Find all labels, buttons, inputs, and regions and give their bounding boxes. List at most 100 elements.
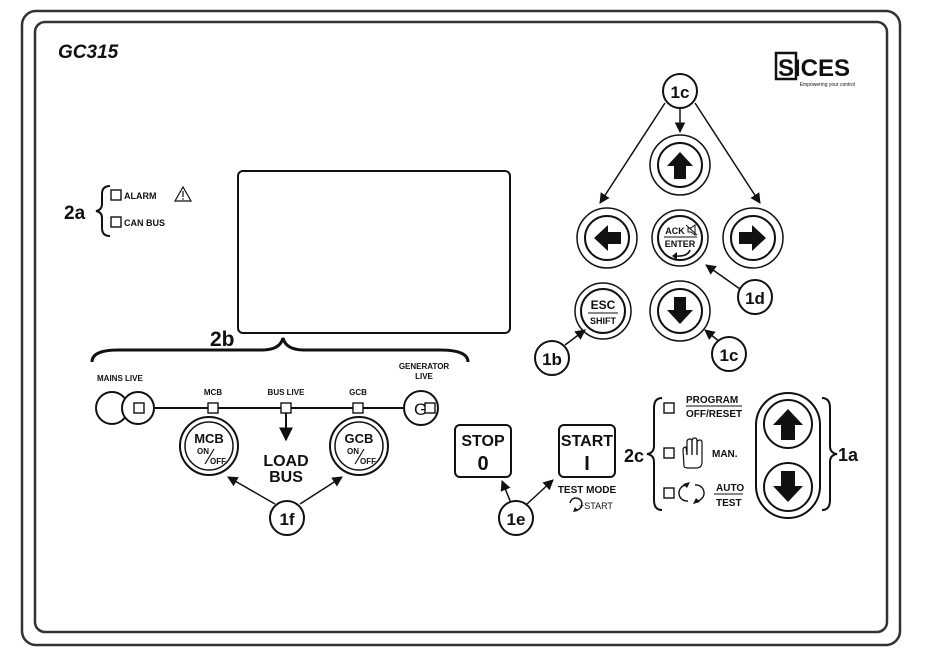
- callout-1b: 1b: [542, 350, 562, 369]
- down-button[interactable]: [657, 288, 703, 334]
- return-arrow-icon: [672, 249, 691, 260]
- enter-label: ENTER: [665, 239, 696, 249]
- generator-live-label-2: LIVE: [415, 372, 433, 381]
- callout-1e-circle: [498, 500, 534, 536]
- start-button-line1: START: [561, 433, 613, 450]
- mcb-led: [207, 402, 219, 414]
- gcb-label: GCB: [349, 388, 367, 397]
- mains-live-label: MAINS LIVE: [97, 374, 143, 383]
- esc-label: ESC: [591, 298, 616, 312]
- auto-label: AUTO: [716, 483, 744, 494]
- ack-enter-circle: [657, 215, 703, 261]
- can-bus-label: CAN BUS: [124, 218, 165, 228]
- test-mode-label: TEST MODE: [558, 485, 617, 496]
- logo-tagline: Empowering your control: [800, 82, 855, 88]
- gcb-button-on: ON: [347, 447, 359, 456]
- callout-1c-top-arrow-left: [599, 102, 666, 204]
- load-bus-label-2: BUS: [269, 469, 303, 486]
- generator-live-label-1: GENERATOR: [399, 362, 450, 371]
- mcb-button-on: ON: [197, 447, 209, 456]
- mute-speaker-icon: [685, 224, 698, 236]
- ack-label: ACK: [665, 226, 685, 236]
- navigation-keypad: ACK ENTER ESC SHIFT: [574, 134, 784, 342]
- mcb-button-off: OFF: [210, 457, 226, 466]
- callout-1a: 1a: [838, 445, 859, 465]
- esc-shift-circle: [580, 288, 626, 334]
- mcb-label: MCB: [204, 388, 222, 397]
- brand-logo: SICES Empowering your control: [774, 51, 855, 88]
- callout-1e: 1e: [507, 510, 526, 529]
- alarm-label: ALARM: [124, 191, 157, 201]
- mode-down-button[interactable]: [763, 462, 813, 512]
- callout-1f: 1f: [279, 510, 294, 529]
- callout-1d: 1d: [745, 289, 765, 308]
- left-arrow-icon: [594, 225, 621, 251]
- callout-2b: 2b: [210, 328, 235, 351]
- callout-1d-arrow: [705, 264, 741, 290]
- ack-enter-button[interactable]: ACK ENTER: [651, 209, 709, 267]
- up-button[interactable]: [657, 142, 703, 188]
- test-mode-hint: +START: [579, 501, 613, 511]
- callout-1c-top-circle: [662, 73, 698, 109]
- auto-led: [663, 487, 675, 499]
- mode-up-button[interactable]: [763, 399, 813, 449]
- callout-1f-arrow-right: [299, 476, 343, 505]
- inner-frame: [33, 20, 889, 634]
- model-title: GC315: [58, 42, 119, 63]
- gcb-button[interactable]: GCB ON OFF: [329, 416, 389, 476]
- callout-1c-bottom: 1c: [720, 346, 739, 365]
- logo-text: SICES: [778, 55, 850, 82]
- stop-button-line1: STOP: [461, 433, 505, 450]
- callout-1c-top-arrow-right: [694, 102, 761, 204]
- callout-1c-top: 1c: [671, 83, 690, 102]
- callout-1f-circle: [269, 500, 305, 536]
- esc-shift-button[interactable]: ESC SHIFT: [574, 282, 632, 340]
- gcb-button-slash: [354, 448, 365, 465]
- mode-selector-2c: 2c PROGRAM OFF/RESET MAN. AUTO TEST: [624, 395, 744, 511]
- callout-1e-arrow-right: [526, 479, 554, 505]
- outer-frame: [20, 9, 902, 647]
- callout-1d-circle: [737, 279, 773, 315]
- callout-2a: 2a: [64, 203, 86, 224]
- stop-button[interactable]: STOP 0: [454, 424, 512, 478]
- gcb-button-inner: [334, 421, 384, 471]
- program-led: [663, 402, 675, 414]
- display-brace: [90, 337, 470, 363]
- mcb-button-inner: [184, 421, 234, 471]
- off-reset-label: OFF/RESET: [686, 409, 742, 420]
- led-brace: [95, 185, 111, 237]
- can-bus-led: [110, 216, 122, 228]
- right-button[interactable]: [730, 215, 776, 261]
- shift-label: SHIFT: [590, 316, 617, 326]
- bus-live-label: BUS LIVE: [268, 388, 306, 397]
- generator-symbol: G: [414, 400, 427, 419]
- gcb-button-off: OFF: [360, 457, 376, 466]
- generator-live-led: [424, 402, 436, 414]
- man-led: [663, 447, 675, 459]
- callout-1f-arrow-left: [227, 476, 276, 505]
- callout-1b-arrow: [564, 329, 586, 346]
- test-mode-cycle-icon: [569, 497, 583, 512]
- logo-s-box: [774, 51, 798, 81]
- up-arrow-icon: [667, 152, 693, 179]
- program-label: PROGRAM: [686, 395, 738, 406]
- mode-brace: [646, 397, 663, 511]
- mcb-button[interactable]: MCB ON OFF: [179, 416, 239, 476]
- callout-1b-circle: [534, 340, 570, 376]
- load-bus-label-1: LOAD: [263, 453, 308, 470]
- callout-1e-arrow-left: [500, 480, 512, 504]
- mcb-button-slash: [204, 448, 215, 465]
- start-button-frame: [558, 424, 616, 478]
- mode-keys-brace: [821, 397, 838, 511]
- start-button[interactable]: START I: [558, 424, 616, 478]
- man-label: MAN.: [712, 449, 738, 460]
- bus-live-led: [280, 402, 292, 414]
- stop-button-line2: 0: [477, 453, 488, 475]
- callout-1c-bottom-circle: [711, 336, 747, 372]
- left-button[interactable]: [584, 215, 630, 261]
- gcb-led: [352, 402, 364, 414]
- hand-icon: [682, 437, 703, 469]
- generator-circle: [403, 390, 439, 426]
- mode-keys-1a: 1a: [755, 392, 859, 519]
